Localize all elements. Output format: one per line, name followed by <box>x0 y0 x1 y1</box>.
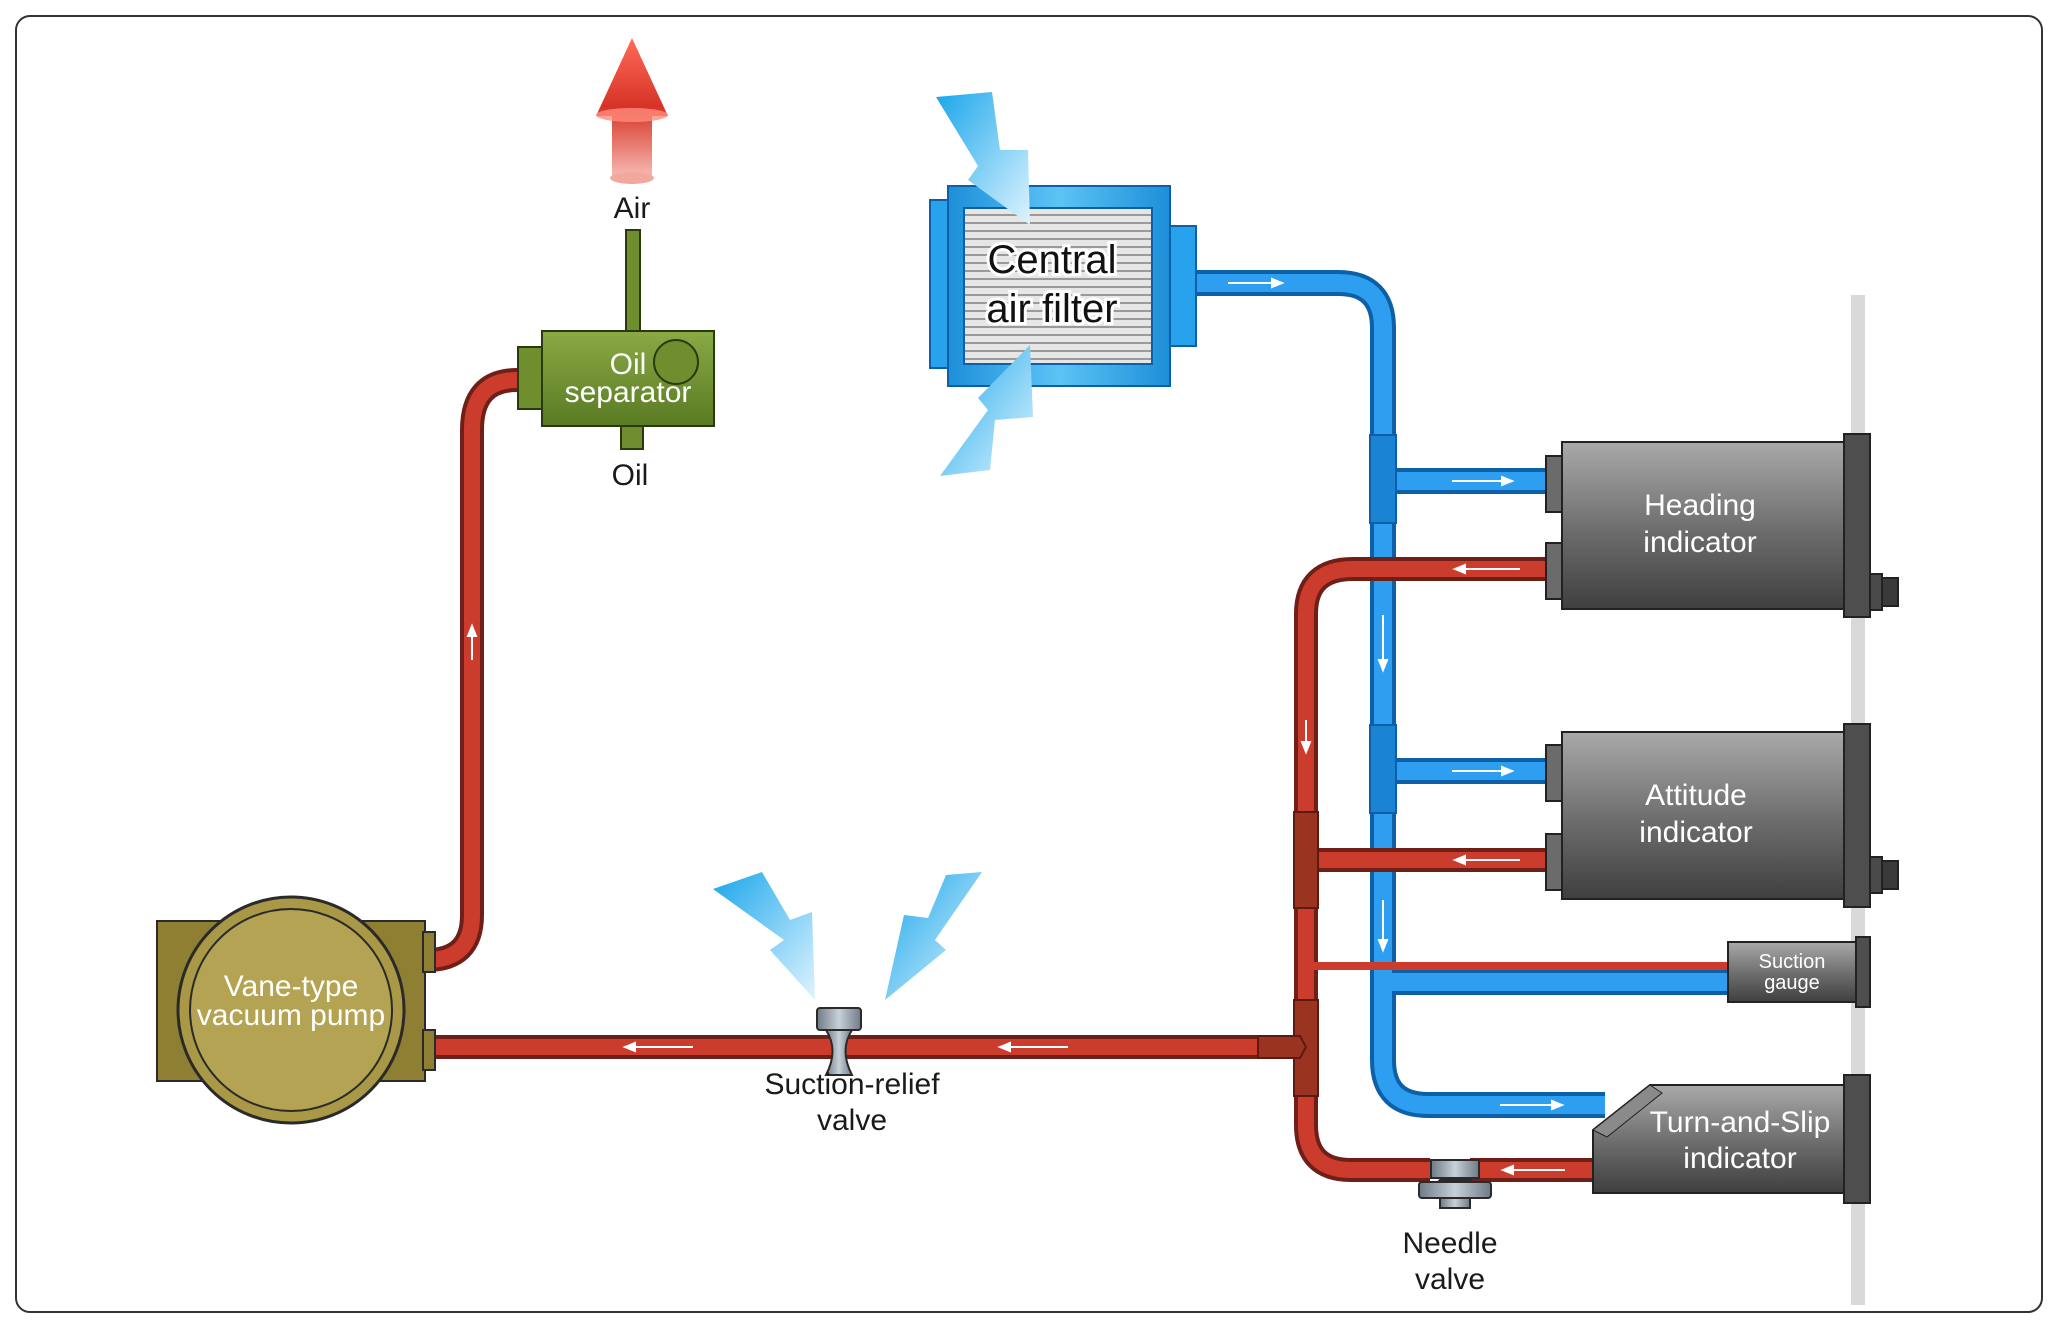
intake-arrow-icon <box>713 92 1033 1000</box>
suction-relief-label-2: valve <box>817 1104 887 1137</box>
needle-valve-label-2: valve <box>1415 1263 1485 1296</box>
flow-arrow-icon <box>466 277 1565 1176</box>
needle-valve-label-1: Needle <box>1402 1227 1497 1260</box>
suction-relief-valve: Suction-relief valve <box>764 1007 940 1137</box>
oil-separator-label-2: separator <box>565 376 692 409</box>
suction-relief-label-1: Suction-relief <box>764 1068 940 1101</box>
turn-and-slip-indicator: Turn-and-Slip indicator <box>1592 1074 1871 1204</box>
oil-separator: Oil separator <box>517 229 715 450</box>
air-label: Air <box>614 192 651 225</box>
central-air-filter: Central air filter <box>929 185 1197 387</box>
oil-separator-label-1: Oil <box>610 348 647 381</box>
air-filter-label-2: air filter <box>986 287 1117 331</box>
suction-gauge: Suction gauge <box>1727 936 1871 1008</box>
attitude-indicator-label-1: Attitude <box>1645 779 1747 812</box>
air-filter-label-1: Central <box>988 238 1117 282</box>
oil-label: Oil <box>612 459 649 492</box>
attitude-indicator-label-2: indicator <box>1639 816 1752 849</box>
turn-slip-label-1: Turn-and-Slip <box>1650 1106 1831 1139</box>
turn-slip-label-2: indicator <box>1683 1142 1796 1175</box>
exhaust-arrow-icon <box>596 38 668 184</box>
vacuum-pump-label-2: vacuum pump <box>197 999 385 1032</box>
heading-indicator-label-1: Heading <box>1644 489 1756 522</box>
suction-lines <box>426 368 1730 1182</box>
vacuum-pump-label-1: Vane-type <box>224 970 359 1003</box>
heading-indicator-label-2: indicator <box>1643 526 1756 559</box>
suction-gauge-label-1: Suction <box>1759 951 1826 973</box>
suction-gauge-label-2: gauge <box>1764 972 1820 994</box>
attitude-indicator: Attitude indicator <box>1545 723 1899 908</box>
vane-type-vacuum-pump: Vane-type vacuum pump <box>156 895 436 1125</box>
heading-indicator: Heading indicator <box>1545 433 1899 618</box>
needle-valve: Needle valve <box>1402 1159 1498 1296</box>
